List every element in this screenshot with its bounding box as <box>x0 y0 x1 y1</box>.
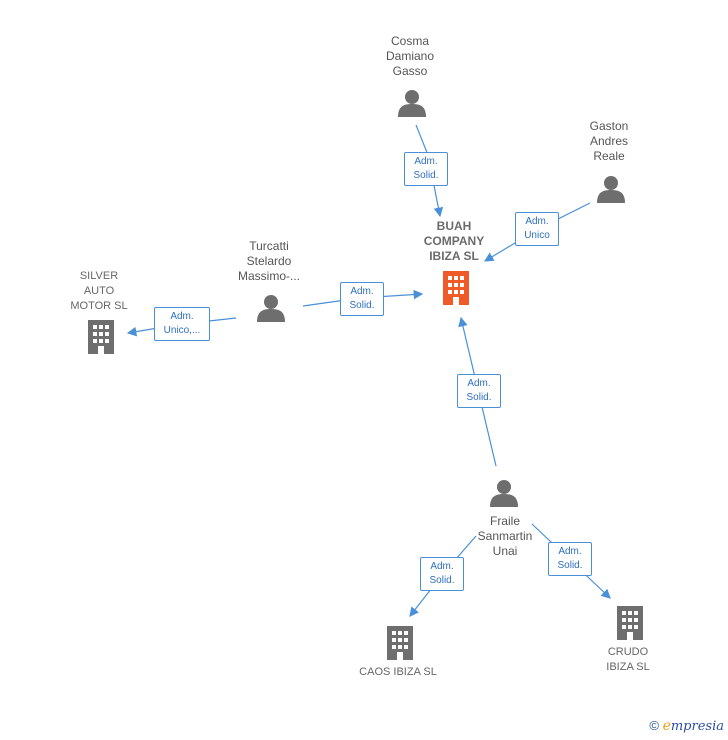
person-label-fraile[interactable]: Fraile Sanmartin Unai <box>477 514 533 558</box>
brand-logo-e: e <box>662 718 671 734</box>
person-icon-turcatti[interactable] <box>257 295 285 322</box>
empresia-footer[interactable]: © empresia <box>649 718 724 734</box>
building-icon-caos[interactable] <box>387 626 413 660</box>
person-icon-fraile[interactable] <box>490 480 518 507</box>
copyright-icon: © <box>649 718 659 733</box>
person-label-gaston[interactable]: Gaston Andres Reale <box>589 119 629 163</box>
company-label-silver[interactable]: SILVER AUTO MOTOR SL <box>70 270 128 312</box>
company-label-buah[interactable]: BUAH COMPANY IBIZA SL <box>423 219 485 263</box>
person-icon-cosma[interactable] <box>398 90 426 117</box>
brand-logo-text: mpresia <box>670 719 724 734</box>
person-label-cosma[interactable]: Cosma Damiano Gasso <box>385 34 435 78</box>
person-icon-gaston[interactable] <box>597 176 625 203</box>
building-icon-buah[interactable] <box>443 271 469 305</box>
company-label-crudo[interactable]: CRUDO IBIZA SL <box>606 646 650 673</box>
role-badge-turcatti-buah: Adm. Solid. <box>340 282 384 316</box>
company-label-caos[interactable]: CAOS IBIZA SL <box>359 666 437 678</box>
role-badge-fraile-crudo: Adm. Solid. <box>548 542 592 576</box>
person-label-turcatti[interactable]: Turcatti Stelardo Massimo-... <box>237 239 300 283</box>
role-badge-turcatti-silver: Adm. Unico,... <box>154 307 210 341</box>
building-icon-crudo[interactable] <box>617 606 643 640</box>
role-badge-cosma-buah: Adm. Solid. <box>404 152 448 186</box>
role-badge-fraile-caos: Adm. Solid. <box>420 557 464 591</box>
building-icon-silver[interactable] <box>88 320 114 354</box>
role-badge-gaston-buah: Adm. Unico <box>515 212 559 246</box>
role-badge-fraile-buah: Adm. Solid. <box>457 374 501 408</box>
